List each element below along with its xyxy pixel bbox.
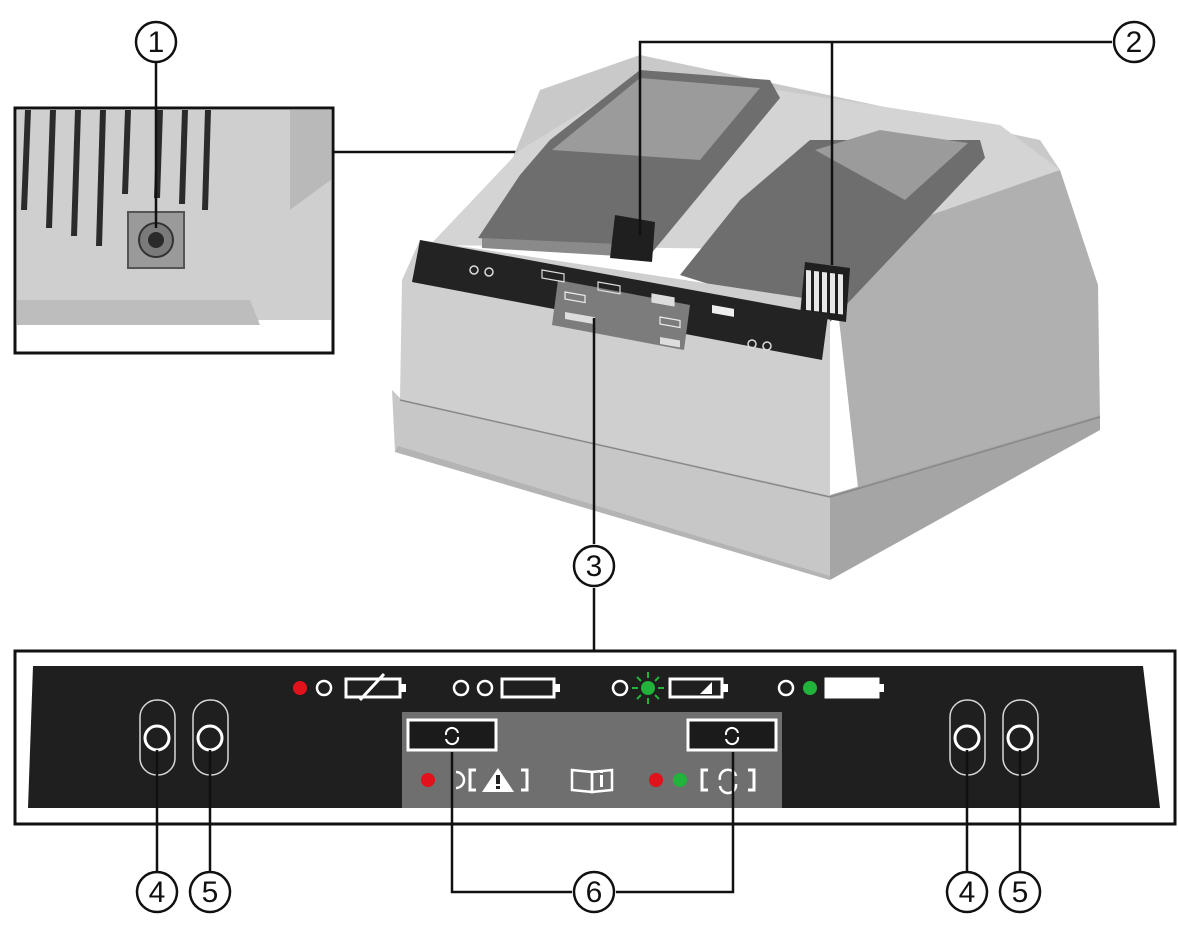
refresh-button-left	[406, 718, 498, 752]
callout-5-right: 5	[998, 870, 1042, 914]
callout-2: 2	[1112, 20, 1156, 64]
callout-4-right: 4	[945, 870, 989, 914]
svg-text:1: 1	[148, 26, 165, 59]
battery-contacts-icon	[610, 215, 850, 322]
front-control-strip	[412, 240, 828, 360]
warning-battery-icon	[421, 768, 529, 792]
battery-defective-icon	[293, 672, 406, 702]
svg-text:4: 4	[149, 876, 166, 909]
callout-6: 6	[572, 870, 616, 914]
callout-4-left: 4	[135, 870, 179, 914]
battery-charging-icon	[611, 672, 728, 704]
svg-text:5: 5	[202, 876, 219, 909]
callout-lines-upper	[154, 40, 1112, 650]
callout-lines-lower	[155, 750, 1022, 894]
battery-empty-icon	[452, 677, 560, 699]
power-socket-inset	[13, 106, 335, 355]
svg-text:3: 3	[586, 550, 603, 583]
svg-text:6: 6	[586, 876, 603, 909]
refresh-button-icon	[724, 726, 740, 746]
manual-book-icon	[570, 768, 614, 794]
callout-3: 3	[572, 544, 616, 588]
battery-full-icon	[777, 677, 884, 699]
charger-body	[392, 55, 1101, 580]
callout-1: 1	[134, 20, 178, 64]
callout-5-left: 5	[188, 870, 232, 914]
refresh-button-right	[686, 718, 778, 752]
enlarged-control-panel	[13, 649, 1177, 826]
svg-text:2: 2	[1126, 26, 1143, 59]
svg-text:5: 5	[1012, 876, 1029, 909]
svg-text:4: 4	[959, 876, 976, 909]
refresh-status-icon	[649, 768, 756, 795]
refresh-button-icon	[444, 726, 460, 746]
